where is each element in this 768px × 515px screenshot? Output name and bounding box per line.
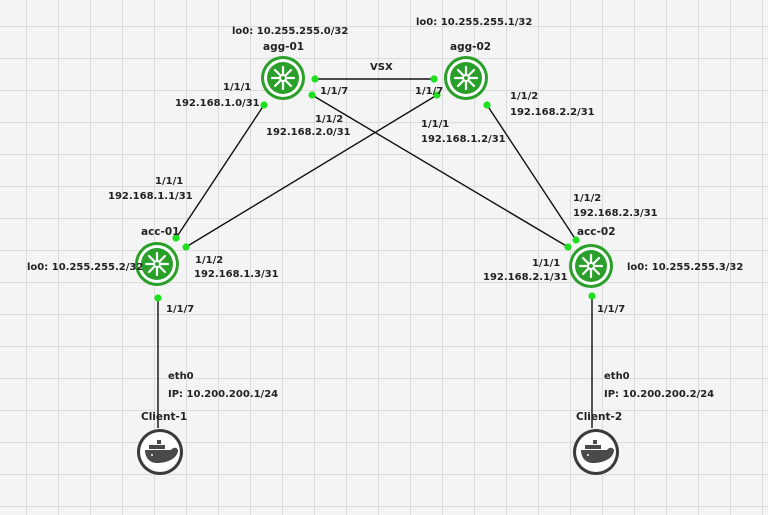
link-agg02-acc02[interactable] [486, 104, 577, 241]
agg-01-ip-2: 192.168.2.0/31 [266, 127, 351, 138]
agg-01-loopback: lo0: 10.255.255.0/32 [232, 26, 349, 37]
agg-02-port-1-1-2: 1/1/2 [510, 91, 539, 102]
link-agg02-acc01[interactable] [185, 94, 438, 248]
vsx-label: VSX [370, 62, 393, 73]
client-1-iface: eth0 [168, 371, 194, 382]
port-dot [172, 234, 180, 242]
agg-02-loopback: lo0: 10.255.255.1/32 [416, 17, 533, 28]
client-1-docker-icon[interactable] [137, 429, 183, 475]
agg-02-name: agg-02 [450, 41, 492, 53]
client-2-name: Client-2 [576, 411, 623, 423]
port-dot [182, 243, 190, 251]
agg-02-ip-2: 192.168.2.2/31 [510, 107, 595, 118]
acc-02-port-1-1-7: 1/1/7 [597, 304, 626, 315]
port-dot [311, 75, 319, 83]
port-dot [588, 292, 596, 300]
acc-02-port-1-1-2: 1/1/2 [573, 193, 602, 204]
link-agg01-acc02[interactable] [311, 94, 569, 248]
acc-01-ip-1: 192.168.1.1/31 [108, 191, 193, 202]
agg-01-router-icon[interactable] [259, 54, 307, 102]
acc-01-name: acc-01 [141, 226, 180, 238]
port-dot [483, 101, 491, 109]
acc-01-loopback: lo0: 10.255.255.2/32 [27, 262, 144, 273]
client-1-name: Client-1 [141, 411, 188, 423]
agg-01-port-1-1-2: 1/1/2 [315, 114, 344, 125]
agg-02-port-7: 1/1/7 [415, 86, 444, 97]
agg-01-ip-1: 192.168.1.0/31 [175, 98, 260, 109]
acc-02-ip-2: 192.168.2.3/31 [573, 208, 658, 219]
acc-01-port-1-1-1: 1/1/1 [155, 176, 184, 187]
agg-01-name: agg-01 [263, 41, 305, 53]
client-2-ip: IP: 10.200.200.2/24 [604, 389, 715, 400]
agg-01-port-7: 1/1/7 [320, 86, 349, 97]
acc-02-name: acc-02 [577, 226, 616, 238]
agg-02-port-1-1-1: 1/1/1 [421, 119, 450, 130]
port-dot [308, 91, 316, 99]
acc-02-ip-1: 192.168.2.1/31 [483, 272, 568, 283]
agg-01-port-1-1-1: 1/1/1 [223, 82, 252, 93]
client-1-ip: IP: 10.200.200.1/24 [168, 389, 279, 400]
agg-02-router-icon[interactable] [442, 54, 490, 102]
port-dot [430, 75, 438, 83]
acc-02-port-1-1-1: 1/1/1 [532, 258, 561, 269]
acc-02-loopback: lo0: 10.255.255.3/32 [627, 262, 744, 273]
acc-01-ip-2: 192.168.1.3/31 [194, 269, 279, 280]
agg-02-ip-1: 192.168.1.2/31 [421, 134, 506, 145]
port-dot [572, 236, 580, 244]
link-agg01-acc01[interactable] [175, 104, 265, 239]
client-2-iface: eth0 [604, 371, 630, 382]
port-dot [154, 294, 162, 302]
port-dot [260, 101, 268, 109]
acc-02-router-icon[interactable] [567, 242, 615, 290]
port-dot [564, 243, 572, 251]
port-dot [433, 91, 441, 99]
acc-01-port-1-1-7: 1/1/7 [166, 304, 195, 315]
client-2-docker-icon[interactable] [573, 429, 619, 475]
acc-01-port-1-1-2: 1/1/2 [195, 255, 224, 266]
